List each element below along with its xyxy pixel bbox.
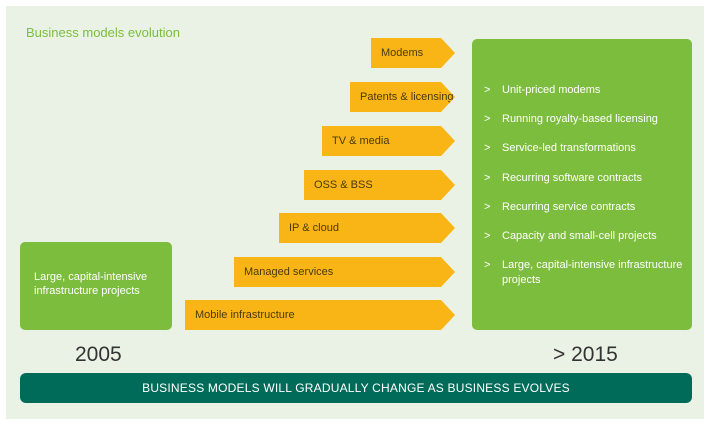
list-item: > Recurring service contracts — [484, 200, 684, 215]
arrow-managed-services: Managed services — [234, 257, 455, 287]
list-item-text: Running royalty-based licensing — [502, 113, 658, 126]
list-item: > Service-led transformations — [484, 141, 684, 156]
arrow-patents-licensing: Patents & licensing — [350, 82, 455, 112]
chevron-right-icon: > — [484, 84, 491, 96]
year-end: > 2015 — [553, 343, 618, 366]
list-item: > Recurring software contracts — [484, 171, 684, 186]
chevron-right-icon: > — [484, 142, 491, 155]
arrow-label: OSS & BSS — [314, 179, 373, 191]
list-item-text: Service-led transformations — [502, 142, 636, 155]
chevron-right-icon: > — [484, 229, 491, 242]
list-item: > Unit-priced modems — [484, 83, 684, 98]
list-item-text: Capacity and small-cell projects — [502, 229, 657, 242]
banner-text: BUSINESS MODELS WILL GRADUALLY CHANGE AS… — [142, 381, 570, 395]
arrow-oss-bss: OSS & BSS — [304, 170, 455, 200]
list-item-text: Recurring software contracts — [502, 171, 642, 184]
list-item: > Running royalty-based licensing — [484, 112, 684, 127]
arrow-label: Mobile infrastructure — [195, 309, 295, 321]
list-item: > Capacity and small-cell projects — [484, 229, 684, 244]
arrow-label: IP & cloud — [289, 222, 339, 234]
summary-banner: BUSINESS MODELS WILL GRADUALLY CHANGE AS… — [20, 373, 692, 403]
left-box-text: Large, capital-intensive infrastructure … — [34, 271, 148, 297]
chevron-right-icon: > — [484, 171, 491, 184]
list-item-text: Recurring service contracts — [502, 200, 636, 213]
list-item-text: Unit-priced modems — [502, 84, 601, 96]
chevron-right-icon: > — [484, 113, 491, 126]
arrow-tv-media: TV & media — [322, 126, 455, 156]
list-item-text: Large, capital-intensive infrastructure … — [502, 259, 683, 287]
arrow-label: Patents & licensing — [360, 91, 454, 103]
right-box: > Unit-priced modems > Running royalty-bas… — [472, 39, 692, 330]
list-item: > Large, capital-intensive infrastructure… — [484, 258, 684, 288]
diagram-title: Business models evolution — [26, 25, 180, 40]
arrow-modems: Modems — [371, 38, 455, 68]
arrow-ip-cloud: IP & cloud — [279, 213, 455, 243]
chevron-right-icon: > — [484, 200, 491, 213]
arrow-label: Managed services — [244, 266, 334, 278]
arrow-mobile-infrastructure: Mobile infrastructure — [185, 300, 455, 330]
arrow-label: Modems — [381, 47, 424, 59]
left-box: Large, capital-intensive infrastructure … — [20, 242, 172, 330]
chevron-right-icon: > — [484, 259, 491, 272]
year-start: 2005 — [75, 343, 122, 366]
arrow-label: TV & media — [332, 135, 390, 147]
outcome-list: > Unit-priced modems > Running royalty-bas… — [484, 83, 684, 288]
